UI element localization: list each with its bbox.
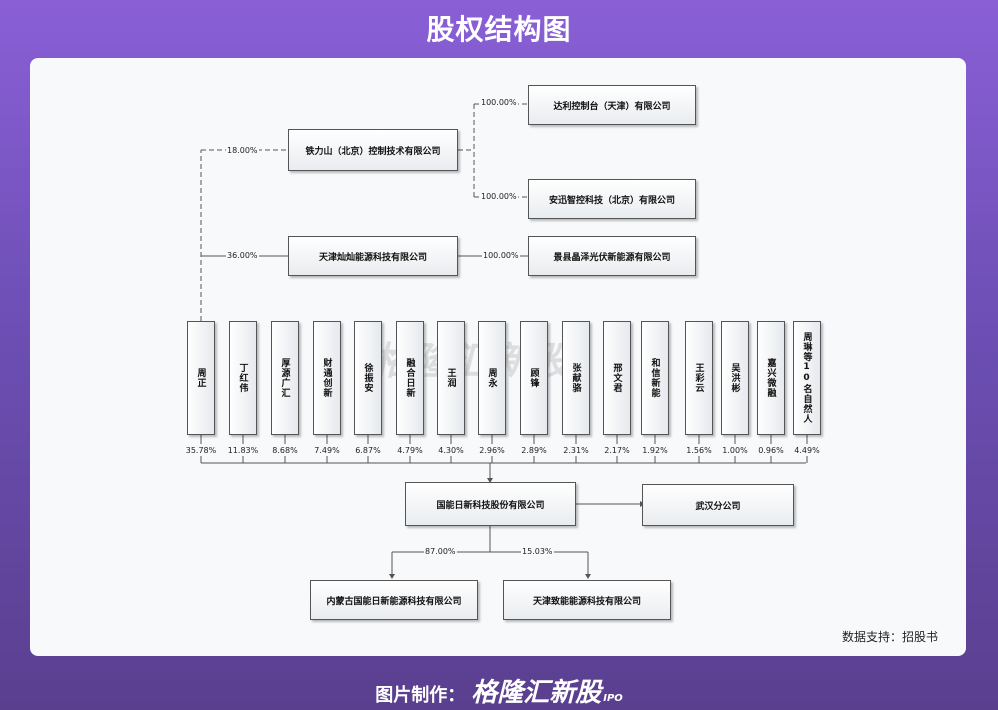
subsidiary-inner-mongolia: 内蒙古国能日新能源科技有限公司 [310,580,478,620]
footer-brand: 格隆汇新股 [471,678,602,708]
shareholder-name: 周正 [195,368,206,388]
entity-label: 达利控制台（天津）有限公司 [553,101,671,112]
pct-label: 36.00% [226,251,259,261]
shareholder-pct: 4.49% [794,446,820,455]
shareholder-pct: 8.68% [272,446,298,455]
shareholder-name: 融合日新 [404,358,415,398]
page-title: 股权结构图 [426,13,572,46]
pct-label: 100.00% [482,251,520,261]
shareholder-box: 周永 [478,321,506,435]
shareholder-name: 厚源广汇 [279,358,290,398]
shareholder-name: 王润 [445,368,456,388]
shareholder-pct: 0.96% [758,446,784,455]
shareholder-box: 王润 [437,321,465,435]
branch-wuhan: 武汉分公司 [642,484,794,526]
shareholder-name: 王彩云 [693,363,704,393]
entity-label: 天津灿灿能源科技有限公司 [318,252,427,263]
shareholder-name: 嘉兴微融 [765,358,776,398]
shareholder-pct: 2.96% [479,446,505,455]
branch-label: 武汉分公司 [695,501,741,512]
shareholder-box: 和信新能 [641,321,669,435]
entity-jingze: 景县晶泽光伏新能源有限公司 [528,236,696,276]
shareholder-name: 邢文君 [611,363,622,393]
shareholder-pct: 11.83% [227,446,259,455]
subsidiary-label: 天津致能能源科技有限公司 [532,596,641,607]
entity-tianjin-cancan: 天津灿灿能源科技有限公司 [288,236,458,276]
shareholder-box: 嘉兴微融 [757,321,785,435]
subsidiary-tianjin-zhineng: 天津致能能源科技有限公司 [503,580,671,620]
shareholder-name: 徐振安 [362,363,373,393]
shareholder-name: 张献骆 [570,363,581,393]
pct-label: 15.03% [521,547,554,557]
shareholder-name: 周琳等10名自然人 [801,332,812,424]
shareholder-box: 融合日新 [396,321,424,435]
entity-dali: 达利控制台（天津）有限公司 [528,85,696,125]
pct-label: 100.00% [480,98,518,108]
shareholder-box: 财通创新 [313,321,341,435]
footer-ipo: IPO [603,693,623,704]
shareholder-pct: 1.00% [722,446,748,455]
shareholder-pct: 2.17% [604,446,630,455]
shareholder-pct: 7.49% [314,446,340,455]
shareholder-pct: 6.87% [355,446,381,455]
shareholder-name: 顾锋 [528,368,539,388]
shareholder-box: 顾锋 [520,321,548,435]
footer-prefix: 图片制作： [375,685,466,706]
shareholder-pct: 1.92% [642,446,668,455]
pct-label: 18.00% [226,146,259,156]
entity-label: 安迅智控科技（北京）有限公司 [548,195,675,206]
shareholder-box: 徐振安 [354,321,382,435]
shareholder-pct: 2.31% [563,446,589,455]
shareholder-name: 周永 [486,368,497,388]
entity-anxun: 安迅智控科技（北京）有限公司 [528,179,696,219]
entity-label: 景县晶泽光伏新能源有限公司 [553,252,671,263]
shareholder-name: 吴洪彬 [729,363,740,393]
shareholder-box: 吴洪彬 [721,321,749,435]
entity-tielishan: 铁力山（北京）控制技术有限公司 [288,129,458,171]
pct-label: 100.00% [480,192,518,202]
source-note: 数据支持：招股书 [841,630,938,644]
shareholder-pct: 4.30% [438,446,464,455]
shareholder-pct: 35.78% [185,446,217,455]
shareholder-box: 周正 [187,321,215,435]
shareholder-pct: 4.79% [397,446,423,455]
shareholder-name: 丁红伟 [237,363,248,393]
shareholder-box: 厚源广汇 [271,321,299,435]
shareholder-box: 周琳等10名自然人 [793,321,821,435]
entity-label: 铁力山（北京）控制技术有限公司 [305,146,441,157]
pct-label: 87.00% [424,547,457,557]
shareholder-name: 财通创新 [321,358,332,398]
shareholder-pct: 2.89% [521,446,547,455]
shareholder-box: 王彩云 [685,321,713,435]
shareholder-box: 邢文君 [603,321,631,435]
company-guoneng-rixin: 国能日新科技股份有限公司 [405,482,576,526]
shareholder-box: 丁红伟 [229,321,257,435]
shareholder-box: 张献骆 [562,321,590,435]
shareholder-name: 和信新能 [649,358,660,398]
shareholder-pct: 1.56% [686,446,712,455]
subsidiary-label: 内蒙古国能日新能源科技有限公司 [326,596,462,607]
company-label: 国能日新科技股份有限公司 [436,500,545,511]
